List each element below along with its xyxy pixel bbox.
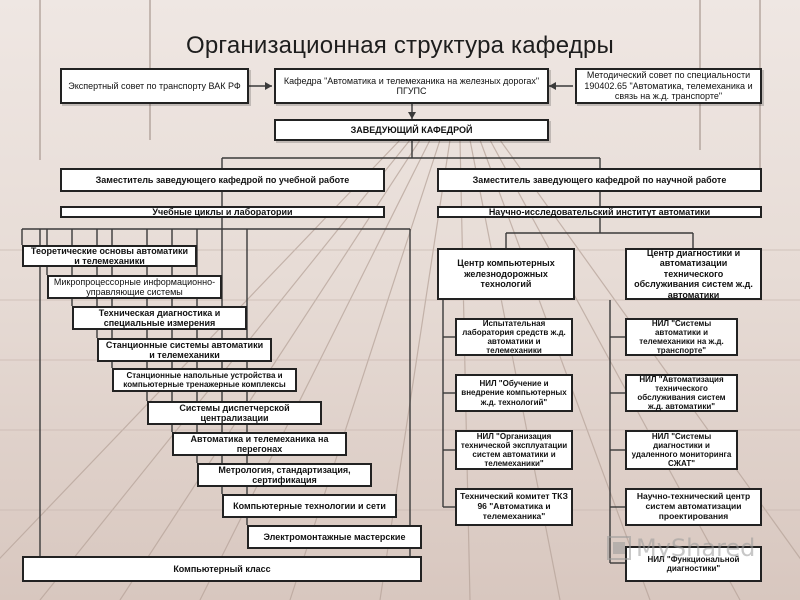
watermark: MyShared [606,534,755,562]
head-of-department-box: ЗАВЕДУЮЩИЙ КАФЕДРОЙ [274,119,549,141]
right-item-5: НИЛ "Функциональной диагностики" [625,546,762,582]
methodical-council-box: Методический совет по специальности 1904… [575,68,762,104]
right-item-3: НИЛ "Системы диагностики и удаленного мо… [625,430,738,470]
lab-item-9: Компьютерные технологии и сети [222,494,397,518]
lab-item-7: Автоматика и телемеханика на перегонах [172,432,347,456]
lab-item-10: Электромонтажные мастерские [247,525,422,549]
lab-item-3: Техническая диагностика и специальные из… [72,306,247,330]
lab-item-5: Станционные напольные устройства и компь… [112,368,297,392]
lab-item-8: Метрология, стандартизация, сертификация [197,463,372,487]
right-item-4: Научно-технический центр систем автомати… [625,488,762,526]
computer-class-box: Компьютерный класс [22,556,422,582]
lab-item-4: Станционные системы автоматики и телемех… [97,338,272,362]
mid-item-4: Технический комитет ТКЗ 96 "Автоматика и… [455,488,573,526]
research-institute-box: Научно-исследовательский институт автома… [437,206,762,218]
expert-council-box: Экспертный совет по транспорту ВАК РФ [60,68,249,104]
lab-item-6: Системы диспетчерской централизации [147,401,322,425]
mid-item-3: НИЛ "Организация технической эксплуатаци… [455,430,573,470]
right-item-1: НИЛ "Системы автоматики и телемеханики н… [625,318,738,356]
lab-item-2: Микропроцессорные информационно-управляю… [47,275,222,299]
watermark-text: MyShared [636,534,756,562]
watermark-logo-icon [607,536,631,560]
center-computer-tech-box: Центр компьютерных железнодорожных техно… [437,248,575,300]
cycles-labs-box: Учебные циклы и лаборатории [60,206,385,218]
right-item-2: НИЛ "Автоматизация технического обслужив… [625,374,738,412]
deputy-education-box: Заместитель заведующего кафедрой по учеб… [60,168,385,192]
center-diagnostics-box: Центр диагностики и автоматизации технич… [625,248,762,300]
department-box: Кафедра "Автоматика и телемеханика на же… [274,68,549,104]
mid-item-2: НИЛ "Обучение и внедрение компьютерных ж… [455,374,573,412]
mid-item-1: Испытательная лаборатория средств ж.д. а… [455,318,573,356]
deputy-science-box: Заместитель заведующего кафедрой по науч… [437,168,762,192]
lab-item-1: Теоретические основы автоматики и телеме… [22,245,197,267]
slide-title: Организационная структура кафедры [186,32,614,59]
